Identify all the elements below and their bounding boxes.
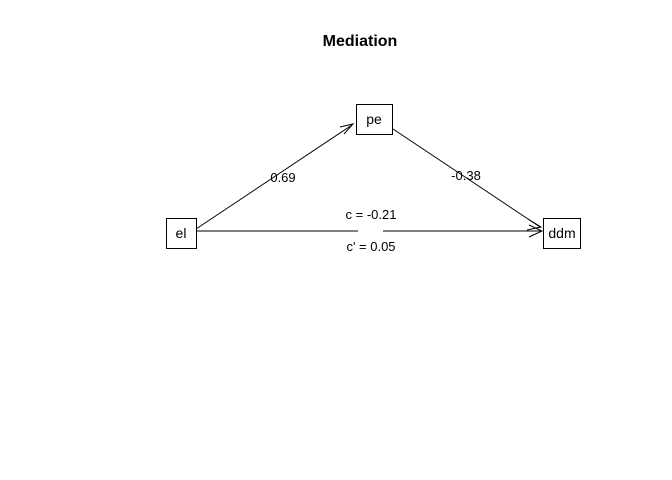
node-el-label: el: [176, 225, 187, 241]
edge-label-b: -0.38: [451, 168, 481, 183]
node-ddm-label: ddm: [548, 225, 575, 241]
node-el-box: [166, 218, 197, 249]
edge-el-to-ddm-arrowhead: [528, 224, 544, 238]
node-ddm: ddm: [543, 218, 581, 249]
node-pe: pe: [356, 104, 393, 135]
edge-pe-to-ddm-arrowhead: [526, 218, 543, 231]
total-effect-label: c = -0.21: [346, 207, 397, 222]
node-pe-box: [356, 104, 393, 135]
edge-el-to-pe-arrowhead: [339, 123, 355, 135]
edge-pe-to-ddm: -0.38: [392, 128, 543, 231]
direct-effect-label: c' = 0.05: [346, 239, 395, 254]
edge-el-to-pe-line: [195, 124, 353, 230]
edge-el-to-pe: 0.69: [195, 123, 355, 230]
edge-label-a: 0.69: [270, 170, 295, 185]
edge-el-to-ddm: [197, 224, 544, 238]
node-el: el: [166, 218, 197, 249]
node-ddm-box: [543, 218, 581, 249]
edge-pe-to-ddm-line: [392, 128, 541, 228]
node-pe-label: pe: [366, 111, 382, 127]
page-title: Mediation: [323, 33, 398, 50]
